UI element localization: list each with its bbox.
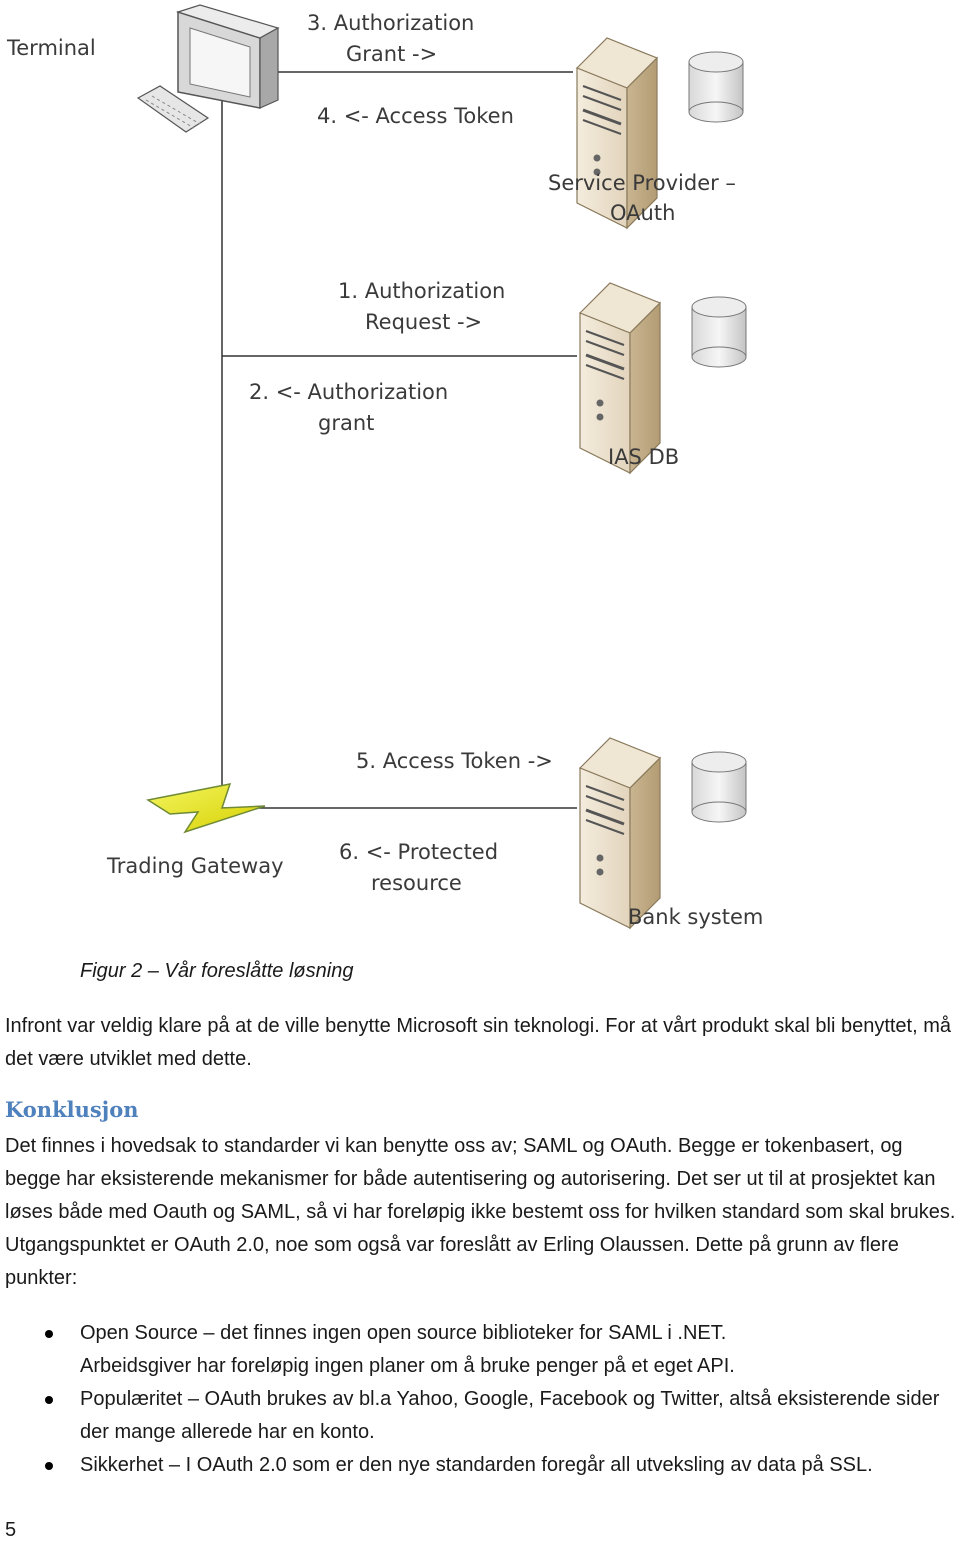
list-item-text: Open Source – det finnes ingen open sour… xyxy=(80,1322,727,1344)
ias-db-label: IAS DB xyxy=(608,445,679,469)
list-item-text: Arbeidsgiver har foreløpig ingen planer … xyxy=(80,1355,735,1377)
step3-label: 3. Authorization Grant -> xyxy=(307,11,481,66)
bank-system-server-icon xyxy=(578,736,748,930)
terminal-label: Terminal xyxy=(6,36,96,60)
intro-paragraph: Infront var veldig klare på at de ville … xyxy=(5,1015,952,1070)
bullet-icon xyxy=(45,1396,53,1404)
trading-gateway-label: Trading Gateway xyxy=(106,854,284,878)
reasons-list: Open Source – det finnes ingen open sour… xyxy=(0,1317,960,1482)
step1-label: 1. Authorization Request -> xyxy=(338,279,512,334)
step2-label: 2. <- Authorization grant xyxy=(249,380,455,435)
bank-system-label: Bank system xyxy=(628,905,763,929)
service-provider-label: Service Provider – OAuth xyxy=(548,171,743,225)
step4-label: 4. <- Access Token xyxy=(317,104,514,128)
step5-label: 5. Access Token -> xyxy=(356,749,553,773)
lightning-bolt-icon xyxy=(146,783,266,834)
list-item: Populæritet – OAuth brukes av bl.a Yahoo… xyxy=(0,1383,950,1449)
step6-label: 6. <- Protected resource xyxy=(339,840,505,895)
service-provider-server-icon xyxy=(575,36,745,230)
list-item-text: Populæritet – OAuth brukes av bl.a Yahoo… xyxy=(80,1388,940,1443)
section-heading: Konklusjon xyxy=(5,1097,139,1122)
list-item: Arbeidsgiver har foreløpig ingen planer … xyxy=(0,1350,950,1383)
conclusion-paragraph: Det finnes i hovedsak to standarder vi k… xyxy=(5,1135,956,1289)
list-item: Open Source – det finnes ingen open sour… xyxy=(0,1317,950,1350)
list-item: Sikkerhet – I OAuth 2.0 som er den nye s… xyxy=(0,1449,950,1482)
page-number: 5 xyxy=(5,1519,17,1541)
figure-caption: Figur 2 – Vår foreslåtte løsning xyxy=(80,960,354,982)
bullet-icon xyxy=(45,1462,53,1470)
bullet-icon xyxy=(45,1330,53,1338)
list-item-text: Sikkerhet – I OAuth 2.0 som er den nye s… xyxy=(80,1454,873,1476)
terminal-computer-icon xyxy=(136,4,280,133)
architecture-diagram: Terminal Service Provider – OAuth IAS DB… xyxy=(6,4,763,930)
